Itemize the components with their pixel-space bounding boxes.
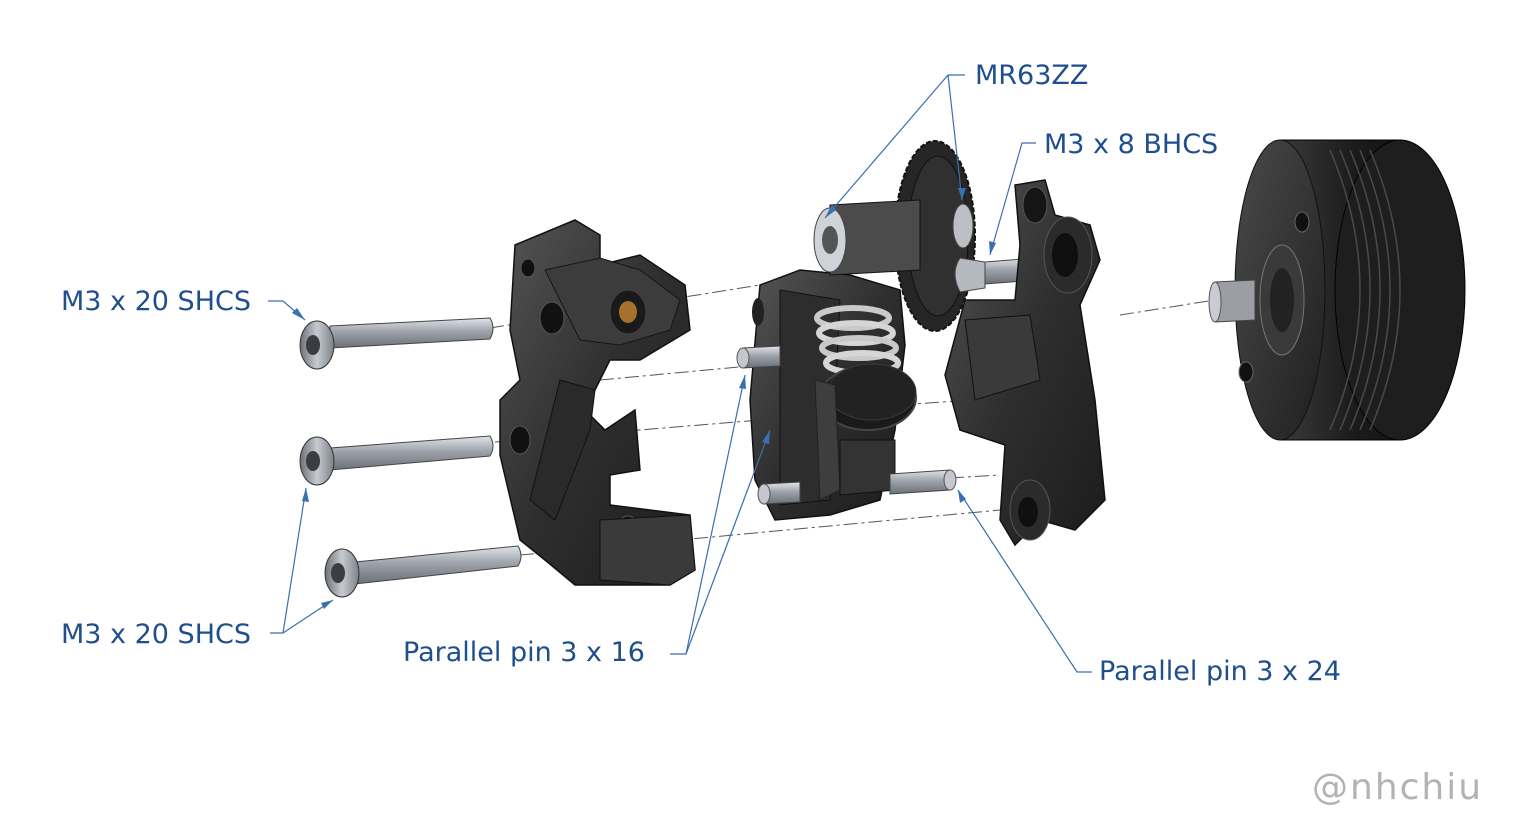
label-mr63zz-bearing: MR63ZZ — [975, 60, 1089, 91]
pin-short-lower — [757, 481, 801, 505]
leader-pin16-b — [685, 429, 771, 655]
label-m3x20-shcs-top: M3 x 20 SHCS — [61, 286, 251, 317]
drive-gear — [894, 140, 976, 332]
bolt-shcs-1 — [299, 317, 494, 370]
gear-housing — [749, 269, 917, 521]
front-housing — [499, 219, 696, 586]
leader-pin24 — [957, 489, 1092, 673]
bolt-shcs-2 — [299, 435, 494, 486]
leader-mr63zz-b — [947, 74, 963, 201]
gear-shaft — [813, 199, 974, 276]
label-parallel-pin-3x16: Parallel pin 3 x 16 — [403, 637, 645, 668]
label-m3x20-shcs-bottom: M3 x 20 SHCS — [61, 619, 251, 650]
label-m3x8-bhcs: M3 x 8 BHCS — [1044, 129, 1219, 160]
pin-short-upper — [736, 345, 781, 369]
watermark: @nhchiu — [1312, 767, 1484, 808]
bolt-shcs-3 — [324, 545, 522, 598]
label-parallel-pin-3x24: Parallel pin 3 x 24 — [1099, 656, 1341, 687]
rear-housing — [944, 179, 1106, 547]
leader-arrowheads — [292, 188, 996, 609]
leader-shcs-bottom-a — [270, 487, 307, 634]
leader-bhcs — [989, 142, 1036, 256]
pin-long — [889, 469, 957, 495]
stepper-motor — [1208, 139, 1466, 441]
leader-shcs-top — [268, 300, 306, 321]
